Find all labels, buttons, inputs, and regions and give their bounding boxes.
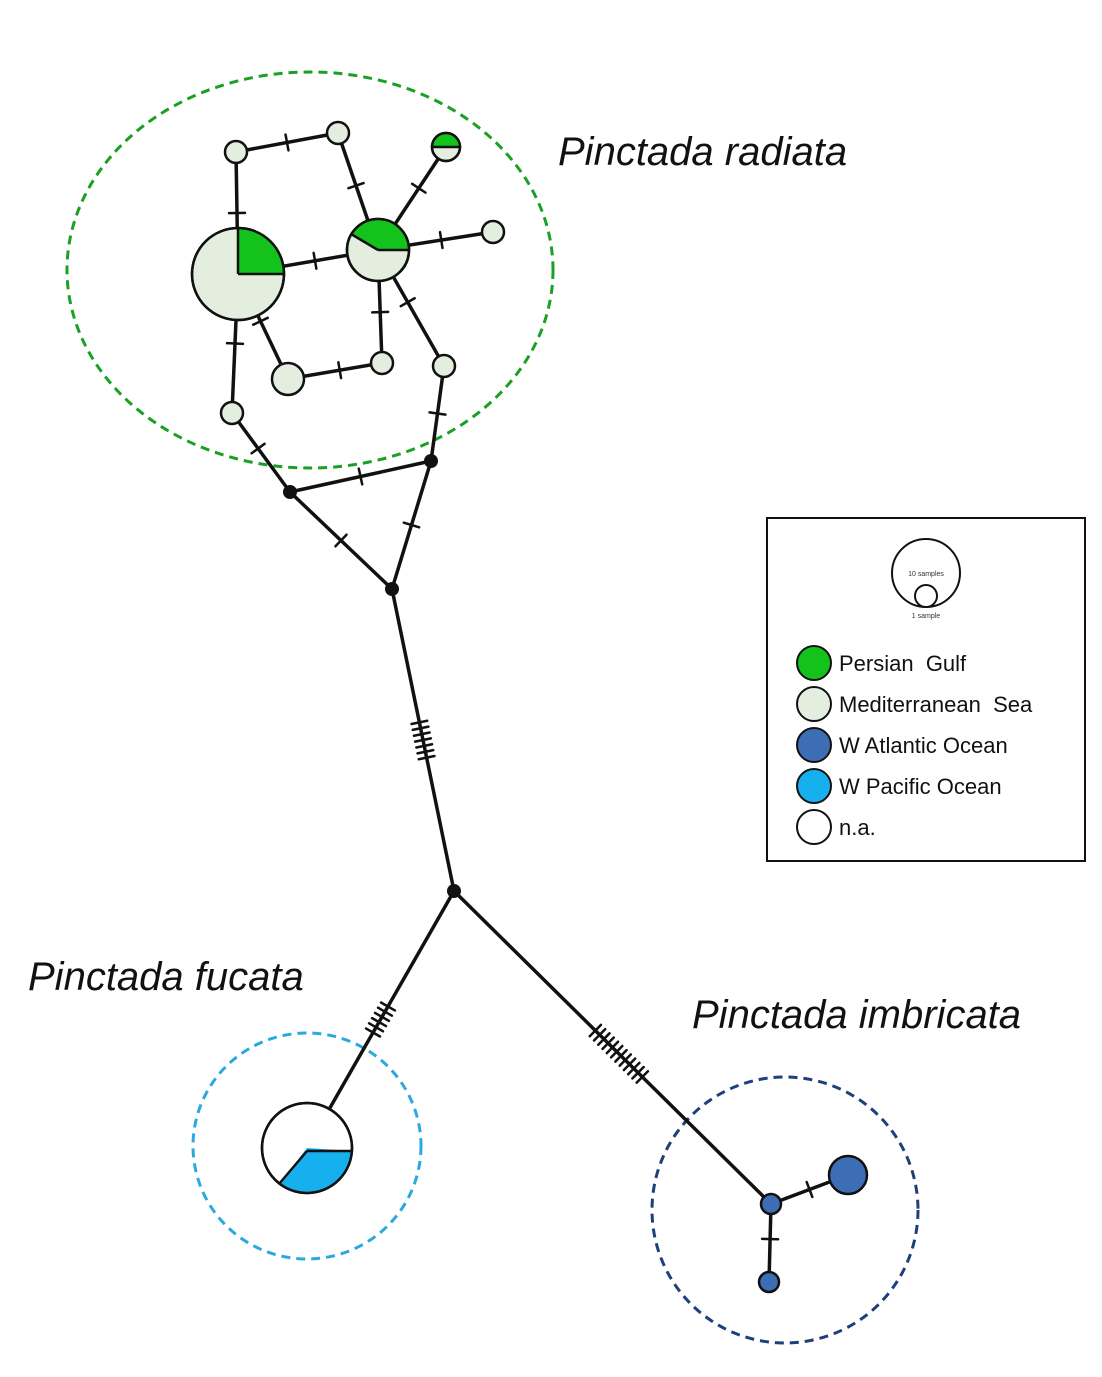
legend-label: Persian Gulf [839,651,967,676]
legend-label: n.a. [839,815,876,840]
mutation-tick [413,737,433,743]
legend-label: W Atlantic Ocean [839,733,1008,758]
mutation-tick [410,182,427,194]
mutation-tick [631,1065,645,1080]
mutation-tick [347,181,365,190]
mutation-tick [312,251,318,270]
mutation-tick [399,296,416,308]
legend-item: n.a. [796,809,876,845]
mutation-ticks [225,133,814,1241]
haplotype-node-mixed-large [190,226,286,322]
haplotype-node-mediterranean [431,353,457,379]
mutation-tick [334,533,348,548]
mutation-tick [597,1032,611,1046]
mutation-tick [402,521,421,529]
median-vector [424,454,438,468]
mutation-tick [609,1044,624,1059]
haplotype-node-mediterranean [480,219,506,245]
haplotype-node-mediterranean [270,361,306,397]
imbricata-group-circle [650,1075,920,1345]
mutation-tick [379,1001,397,1012]
mutation-tick [337,361,343,380]
mutation-tick [225,341,245,346]
mutation-tick [370,310,390,314]
haplotype-node-mediterranean [219,400,245,426]
median-vector [447,884,461,898]
legend-swatch-mediterranean-sea [796,686,832,722]
legend-label: Mediterranean Sea [839,692,1033,717]
edge [230,411,292,494]
mutation-tick [410,719,429,726]
mutation-tick [367,1022,385,1033]
haplotype-node-mixed-medium [345,217,411,283]
mutation-tick [416,748,435,755]
size-scale: 10 samples 1 sample [891,538,961,620]
mutation-tick [250,442,266,455]
legend-swatch-persian-gulf [796,645,832,681]
mutation-tick [428,411,447,416]
legend-item: Mediterranean Sea [796,686,1033,722]
legend-item: W Atlantic Ocean [796,727,1008,763]
mutation-tick [370,1016,388,1028]
legend-label: W Pacific Ocean [839,774,1002,799]
mutation-tick [412,731,431,737]
species-label-fucata: Pinctada fucata [28,955,304,999]
mutation-tick [614,1048,628,1063]
median-vector [283,485,297,499]
mutation-tick [373,1011,391,1023]
legend-swatch-w-pacific-ocean [796,768,832,804]
mutation-tick [588,1023,603,1038]
edge [305,889,456,1150]
legend-item: Persian Gulf [796,645,967,681]
fucata-group-circle [191,1031,423,1261]
median-vectors [283,454,461,898]
mutation-tick [376,1006,394,1017]
median-vector [385,582,399,596]
scale-label-small: 1 sample [912,613,941,620]
haplotype-node-mixed-small [430,131,462,163]
species-label-radiata: Pinctada radiata [558,130,847,174]
haplotype-nodes [190,120,869,1294]
radiata-group-circle [65,70,555,470]
mutation-tick [622,1057,637,1072]
mutation-tick [417,754,436,761]
haplotype-node-mediterranean [325,120,351,146]
haplotype-node-fucata [260,1101,354,1195]
haplotype-node-atlantic [827,1154,869,1196]
mutation-tick [592,1027,607,1042]
mutation-tick [415,743,434,749]
scale-circle-small [914,584,938,608]
legend-swatch-na [796,809,832,845]
mutation-tick [411,725,430,732]
legend-swatch-w-atlantic-ocean [796,727,832,763]
mutation-tick [252,316,269,326]
mutation-tick [626,1061,641,1076]
mutation-tick [284,133,290,152]
haplotype-node-mediterranean [369,350,395,376]
legend-item: W Pacific Ocean [796,768,1002,804]
mutation-tick [805,1180,814,1199]
edge [767,1202,773,1284]
mutation-tick [618,1053,633,1068]
mutation-tick [635,1070,650,1084]
haplotype-node-mediterranean [223,139,249,165]
species-label-imbricata: Pinctada imbricata [692,993,1021,1037]
legend: 10 samples 1 sample Persian Gulf Mediter… [766,517,1086,862]
scale-label-large: 10 samples [908,571,944,578]
haplotype-node-atlantic [759,1192,783,1216]
mutation-tick [601,1036,616,1051]
haplotype-node-atlantic [757,1270,781,1294]
mutation-tick [364,1027,382,1038]
mutation-tick [438,230,444,250]
mutation-tick [605,1040,620,1055]
mutation-tick [357,467,364,486]
